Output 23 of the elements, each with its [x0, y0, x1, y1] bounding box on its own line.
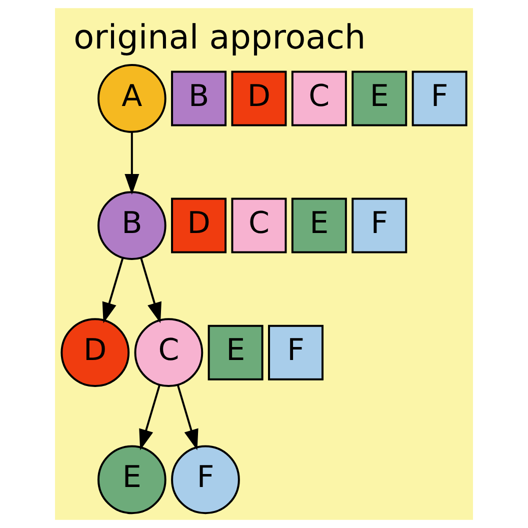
node-box: E [352, 70, 408, 126]
node-box: C [231, 198, 287, 254]
arrow [139, 384, 161, 450]
arrow [140, 258, 162, 324]
arrow [102, 258, 124, 324]
node-box: D [231, 70, 287, 126]
node-box: D [171, 198, 227, 254]
node-circle: A [97, 64, 166, 133]
node-box: B [171, 70, 227, 126]
node-circle: E [97, 445, 166, 514]
diagram-title: original approach [74, 17, 366, 56]
node-box: F [268, 324, 324, 380]
arrow [176, 384, 198, 450]
node-box: F [412, 70, 468, 126]
node-circle: D [60, 318, 130, 388]
node-box: F [352, 198, 408, 254]
arrow [124, 132, 140, 195]
node-circle: B [97, 191, 166, 260]
node-circle: C [134, 318, 204, 388]
node-box: E [291, 198, 347, 254]
node-box: C [291, 70, 347, 126]
node-circle: F [171, 445, 240, 514]
node-box: E [208, 324, 264, 380]
